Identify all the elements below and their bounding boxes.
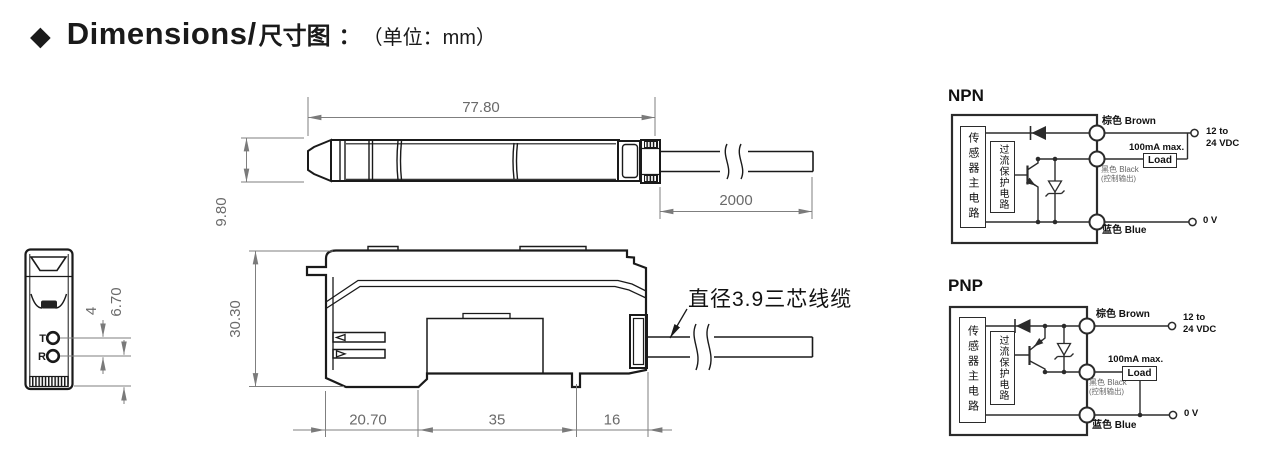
zener-diode-icon	[1047, 180, 1063, 194]
section-title-cn: 尺寸图	[258, 23, 331, 50]
release-lever	[41, 300, 57, 309]
cable-top-view	[660, 143, 814, 180]
pnp-brown-wire-label: 棕色 Brown	[1096, 309, 1150, 320]
port-label-r: R	[38, 351, 46, 363]
pnp-title: PNP	[948, 276, 983, 295]
section-header: ◆ Dimensions/ 尺寸图 ： （单位：mm）	[30, 16, 496, 52]
dim-middle: 35	[489, 412, 506, 429]
side-view-drawing	[305, 245, 814, 389]
pnp-supply-label-2: 24 VDC	[1183, 324, 1217, 335]
pnp-blue-wire-label: 蓝色 Blue	[1092, 420, 1137, 431]
fiber-port-r	[45, 348, 61, 364]
side-view-dimensions	[249, 250, 672, 437]
npn-circuit-lines	[950, 113, 1199, 245]
section-title-en: Dimensions/	[66, 16, 257, 51]
dim-rear: 16	[604, 412, 621, 429]
pnp-circuit-lines	[948, 305, 1178, 437]
pnp-supply-label-1: 12 to	[1183, 312, 1206, 323]
diode-icon	[1031, 126, 1046, 140]
pnp-ground-label: 0 V	[1184, 408, 1199, 419]
pnp-load-box: Load	[1122, 365, 1157, 381]
dim-port-offset: 6.70	[108, 287, 125, 316]
ground-node-icon	[1168, 410, 1178, 420]
pnp-load-rating: 100mA max.	[1108, 354, 1164, 365]
zener-diode-icon	[1056, 342, 1072, 357]
pnp-emitter-arrow-icon	[1033, 337, 1044, 348]
npn-circuit-diagram: NPN 传感器主电路 过流保护电路 棕色 Brown 黑色 Black (控制输…	[930, 85, 1273, 260]
npn-title: NPN	[948, 86, 984, 105]
fiber-port-t	[45, 330, 61, 346]
dim-length: 77.80	[462, 99, 500, 116]
npn-supply-label-2: 24 VDC	[1206, 138, 1240, 149]
section-title-colon: ：	[338, 24, 361, 49]
dim-height-side: 30.30	[227, 300, 244, 338]
front-view-dimensions	[60, 320, 131, 404]
dim-port-pitch: 4	[83, 307, 100, 315]
ground-node-icon	[1188, 217, 1197, 227]
cable-spec-label: 直径3.9三芯线缆	[688, 288, 852, 311]
diode-icon	[1016, 319, 1031, 333]
npn-black-wire-note: (控制输出)	[1101, 174, 1136, 183]
supply-node-icon	[1190, 128, 1199, 138]
cable-side-view	[648, 323, 814, 371]
terminal-brown	[1088, 124, 1106, 142]
pnp-overcurrent-block: 过流保护电路	[990, 331, 1015, 405]
port-label-t: T	[39, 333, 46, 345]
pnp-sensor-main-block: 传感器主电路	[959, 317, 986, 423]
top-view-drawing	[307, 138, 814, 184]
npn-supply-label-1: 12 to	[1206, 126, 1229, 137]
pnp-black-wire-note: (控制输出)	[1089, 387, 1124, 396]
cable-leader-line	[669, 308, 688, 339]
pnp-black-wire-label: 黑色 Black	[1089, 378, 1127, 387]
dim-front: 20.70	[349, 412, 387, 429]
npn-black-wire-label: 黑色 Black	[1101, 165, 1139, 174]
top-view-dimensions	[241, 97, 813, 219]
front-view-drawing	[24, 248, 74, 391]
npn-overcurrent-block: 过流保护电路	[990, 141, 1015, 213]
npn-ground-label: 0 V	[1203, 215, 1218, 226]
npn-sensor-main-block: 传感器主电路	[960, 126, 986, 228]
npn-brown-wire-label: 棕色 Brown	[1102, 116, 1156, 127]
npn-load-rating: 100mA max.	[1129, 142, 1185, 153]
npn-load-box: Load	[1143, 152, 1177, 168]
npn-blue-wire-label: 蓝色 Blue	[1102, 225, 1147, 236]
dim-height-top: 9.80	[213, 197, 230, 226]
supply-node-icon	[1167, 321, 1177, 331]
cable-bushing	[629, 314, 648, 369]
section-title-unit: （单位：mm）	[362, 27, 496, 49]
pnp-circuit-diagram: PNP 传感器主电路 过流保护电路 棕色 Brown 黑色 Black (控制输…	[930, 270, 1273, 455]
npn-emitter-arrow-icon	[1025, 177, 1036, 187]
terminal-brown	[1078, 317, 1096, 335]
dim-cable-length: 2000	[719, 192, 752, 209]
diamond-bullet-icon: ◆	[30, 21, 51, 51]
